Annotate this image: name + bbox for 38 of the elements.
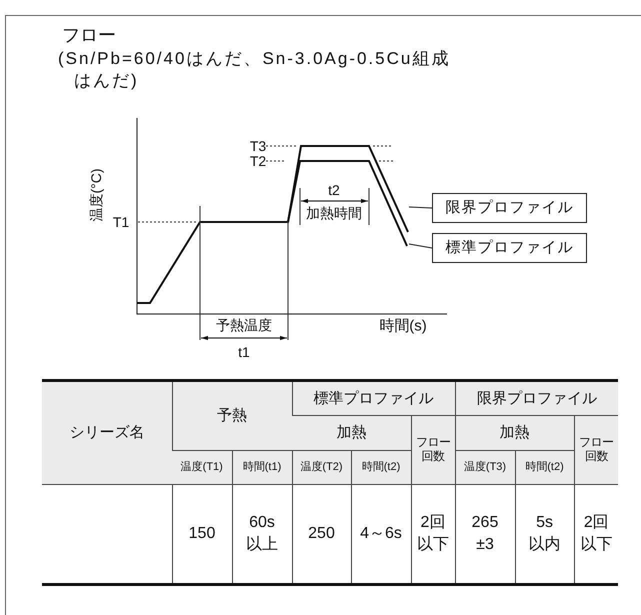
axis-label: T1	[112, 215, 130, 229]
column-header: フロー回数	[415, 436, 451, 464]
callout-box: 限界プロファイル	[432, 193, 587, 223]
subtitle: (Sn/Pb=60/40はんだ、Sn-3.0Ag-0.5Cu組成はんだ)	[58, 48, 452, 92]
table-cell-text: 60s以上	[246, 512, 278, 555]
column-header: 温度(T3)	[464, 461, 506, 474]
column-header: 予熱	[217, 407, 247, 424]
column-header: 時間(t2)	[525, 461, 564, 474]
table-cell-text: 5s以内	[528, 512, 561, 555]
axis-label: 加熱時間	[306, 206, 362, 220]
column-header: 標準プロファイル	[314, 390, 434, 407]
table-cell-text: 250	[308, 524, 335, 544]
callout-box: 標準プロファイル	[432, 233, 587, 263]
axis-label: T2	[250, 154, 266, 168]
axis-label: 時間(s)	[379, 318, 427, 334]
axis-label: 予熱温度	[216, 318, 272, 332]
leader-line	[408, 244, 432, 248]
axis-label: T3	[250, 139, 266, 153]
axis-title: 温度(°C)	[89, 168, 103, 222]
column-header: 温度(T1)	[180, 461, 223, 474]
table-cell-text: 2回以下	[580, 512, 612, 555]
column-header: 加熱	[500, 424, 530, 442]
column-header: シリーズ名	[69, 424, 144, 442]
axis-label: t2	[328, 183, 340, 197]
table-cell-text: 150	[188, 524, 216, 544]
axis-label: t1	[238, 345, 250, 359]
column-header: 限界プロファイル	[476, 390, 597, 407]
table-cell-text: 265 ±3	[470, 512, 500, 555]
column-header: フロー回数	[578, 436, 614, 464]
column-header: 加熱	[336, 424, 366, 442]
profile-curve	[287, 145, 409, 232]
title: フロー	[62, 24, 116, 47]
table-cell-text: 2回以下	[417, 512, 449, 555]
column-header: 時間(t2)	[362, 461, 400, 474]
column-header: 時間(t1)	[242, 461, 282, 474]
column-header: 温度(T2)	[300, 461, 343, 474]
leader-line	[408, 206, 432, 208]
table-cell: 4～6s	[360, 524, 402, 542]
